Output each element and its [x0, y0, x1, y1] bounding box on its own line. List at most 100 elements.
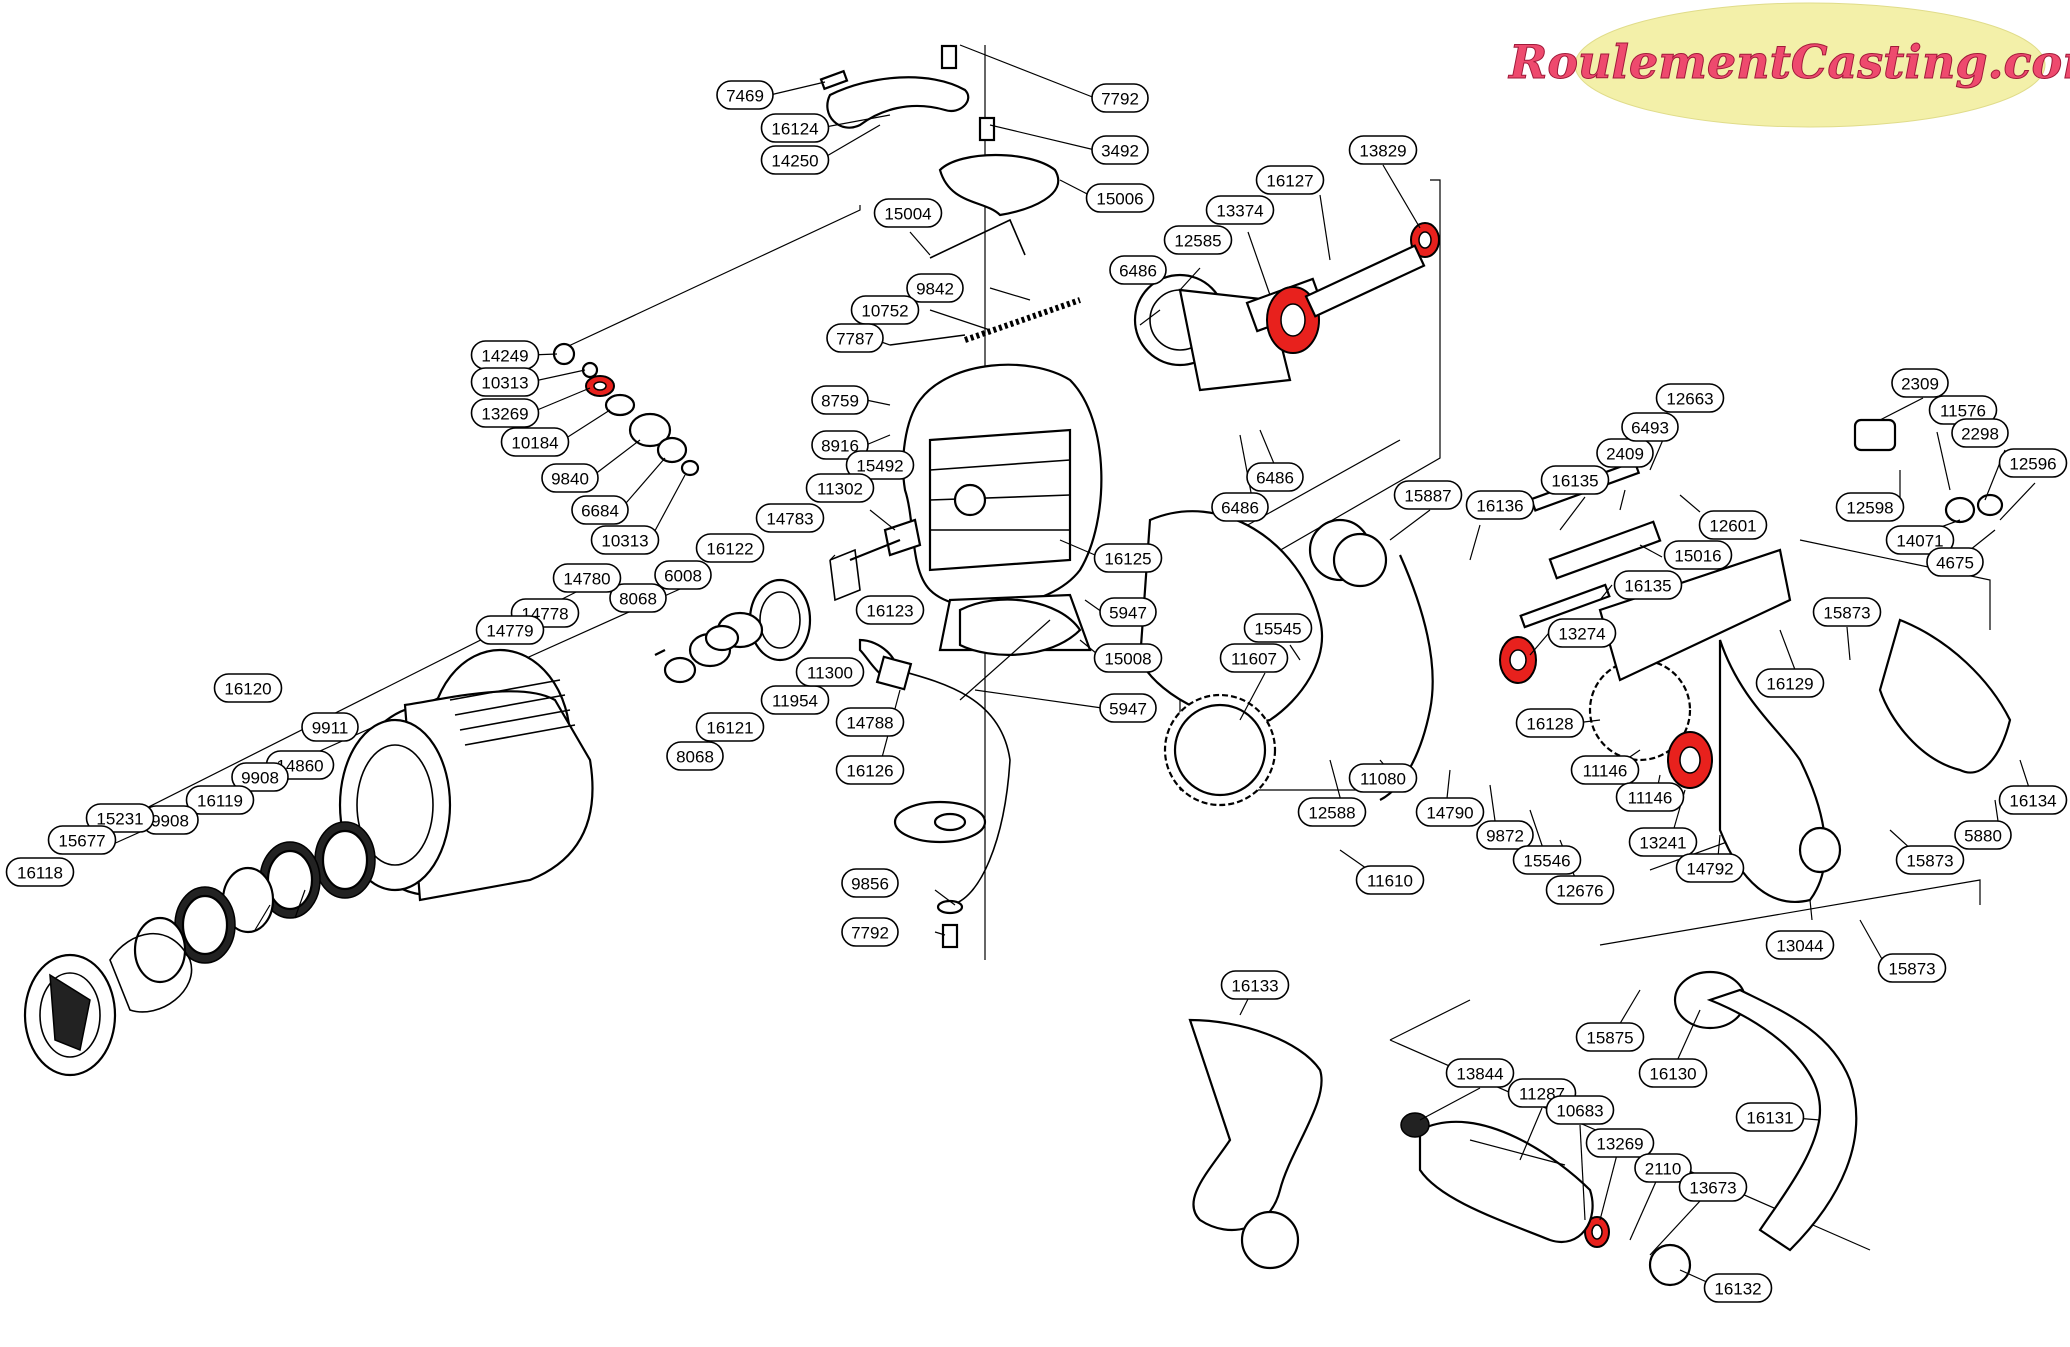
part-label-text: 10313 — [601, 532, 648, 551]
part-label-bubble — [1099, 693, 1157, 723]
part-label-bubble — [1099, 597, 1157, 627]
part-label-bubble — [1634, 1153, 1692, 1183]
part-label-bubble — [1895, 845, 1965, 875]
part-label-text: 11302 — [817, 480, 863, 499]
part-label-text: 11300 — [807, 664, 853, 683]
bail-arm-part — [826, 76, 970, 129]
part-label-text: 6684 — [581, 502, 619, 521]
part-label-12596: 12596 — [1998, 448, 2068, 478]
part-label-16131: 16131 — [1735, 1102, 1805, 1132]
part-label-8068: 8068 — [666, 741, 724, 771]
part-label-text: 16130 — [1649, 1065, 1696, 1084]
part-label-text: 9911 — [312, 719, 349, 738]
part-label-12598: 12598 — [1835, 492, 1905, 522]
part-label-text: 8068 — [676, 748, 714, 767]
part-label-text: 11610 — [1367, 872, 1413, 891]
part-label-11300: 11300 — [795, 657, 865, 687]
part-label-bubble — [1628, 827, 1698, 857]
part-label-11610: 11610 — [1355, 865, 1425, 895]
part-label-16129: 16129 — [1755, 668, 1825, 698]
part-label-bubble — [1255, 165, 1325, 195]
part-label-bubble — [855, 595, 925, 625]
bearing-13269-handle — [1584, 1216, 1610, 1248]
part-label-bubble — [1735, 1102, 1805, 1132]
part-label-text: 8759 — [821, 392, 859, 411]
part-label-16118: 16118 — [5, 857, 75, 887]
part-label-text: 12598 — [1846, 499, 1893, 518]
part-label-text: 16135 — [1624, 577, 1671, 596]
part-label-text: 16122 — [706, 540, 753, 559]
part-label-15008: 15008 — [1093, 643, 1163, 673]
part-label-15677: 15677 — [47, 825, 117, 855]
part-label-text: 16118 — [17, 864, 63, 883]
part-label-14071: 14071 — [1885, 525, 1955, 555]
part-label-bubble — [1835, 492, 1905, 522]
part-label-text: 15004 — [884, 205, 931, 224]
part-label-10313: 10313 — [470, 367, 540, 397]
part-label-6684: 6684 — [571, 495, 629, 525]
part-label-bubble — [1613, 570, 1683, 600]
part-label-text: 2409 — [1606, 445, 1644, 464]
parts-artwork — [23, 44, 2012, 1287]
part-label-14250: 14250 — [760, 145, 830, 175]
part-label-bubble — [500, 427, 570, 457]
part-label-text: 13269 — [481, 405, 528, 424]
part-label-text: 13673 — [1689, 1179, 1736, 1198]
part-label-text: 7469 — [726, 87, 764, 106]
part-label-bubble — [185, 785, 255, 815]
part-label-bubble — [1621, 412, 1679, 442]
part-label-text: 16132 — [1714, 1280, 1761, 1299]
part-label-text: 16120 — [224, 680, 271, 699]
part-label-14790: 14790 — [1415, 797, 1485, 827]
part-label-bubble — [5, 857, 75, 887]
part-label-bubble — [1951, 418, 2009, 448]
part-label-13269: 13269 — [1585, 1128, 1655, 1158]
part-label-text: 16127 — [1266, 172, 1313, 191]
part-label-bubble — [835, 755, 905, 785]
part-label-text: 11080 — [1360, 770, 1406, 789]
part-label-text: 15546 — [1523, 852, 1570, 871]
brand-watermark: RoulementCasting.com — [1507, 2, 2070, 128]
part-label-text: 16133 — [1231, 977, 1278, 996]
part-label-bubble — [1348, 763, 1418, 793]
part-label-9872: 9872 — [1476, 820, 1534, 850]
part-label-14780: 14780 — [552, 563, 622, 593]
part-label-bubble — [695, 712, 765, 742]
part-label-text: 10184 — [511, 434, 558, 453]
part-label-16123: 16123 — [855, 595, 925, 625]
part-label-7792: 7792 — [1091, 83, 1149, 113]
part-label-text: 9842 — [916, 280, 954, 299]
part-label-bubble — [1085, 183, 1155, 213]
part-label-bubble — [1596, 438, 1654, 468]
part-label-text: 11954 — [772, 692, 818, 711]
part-label-bubble — [795, 657, 865, 687]
part-label-bubble — [1205, 195, 1275, 225]
part-label-text: 13241 — [1639, 834, 1686, 853]
part-label-text: 7792 — [1101, 90, 1139, 109]
part-label-bubble — [470, 398, 540, 428]
part-label-16135: 16135 — [1540, 465, 1610, 495]
part-label-16122: 16122 — [695, 533, 765, 563]
part-label-text: 16134 — [2009, 792, 2056, 811]
part-label-text: 13269 — [1596, 1135, 1643, 1154]
part-label-12663: 12663 — [1655, 383, 1725, 413]
part-label-text: 9908 — [241, 769, 279, 788]
part-label-bubble — [552, 563, 622, 593]
part-label-bubble — [1091, 135, 1149, 165]
part-label-16125: 16125 — [1093, 543, 1163, 573]
part-label-bubble — [1755, 668, 1825, 698]
bearing-13269-top — [585, 375, 615, 397]
part-label-text: 11576 — [1940, 402, 1986, 421]
part-label-text: 11146 — [1628, 789, 1673, 808]
part-label-text: 12596 — [2009, 455, 2056, 474]
part-label-7792: 7792 — [841, 917, 899, 947]
part-label-text: 9908 — [151, 812, 189, 831]
part-label-13829: 13829 — [1348, 135, 1418, 165]
part-label-text: 11607 — [1231, 650, 1277, 669]
part-label-15887: 15887 — [1393, 480, 1463, 510]
part-label-text: 2110 — [1645, 1160, 1682, 1179]
part-label-bubble — [695, 533, 765, 563]
part-label-text: 14779 — [486, 622, 533, 641]
